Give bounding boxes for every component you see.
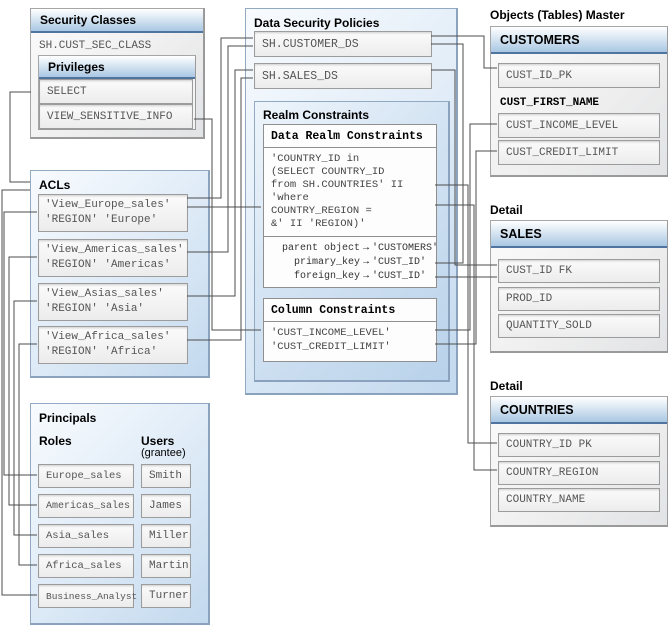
column-constraint-credit: 'CUST_CREDIT_LIMIT' [271,341,391,353]
role-americas-sales: Americas_sales [38,494,134,518]
countries-table: COUNTRIES COUNTRY_ID PK COUNTRY_REGION C… [490,396,668,527]
connector-select-to-acls [9,91,31,183]
security-class-name: SH.CUST_SEC_CLASS [39,40,152,52]
parent-object-row: parent object → 'CUSTOMERS' [264,242,439,256]
constraint-line-4: 'where [271,192,309,204]
acl-item-americas: 'View_Americas_sales' 'REGION' 'Americas… [38,239,188,277]
parent-object-label: parent object [281,243,360,254]
right-arrow-icon: → [363,243,370,254]
primary-key-row: primary_key → 'CUST_ID' [264,256,436,270]
data-realm-constraints-box: Data Realm Constraints 'COUNTRY_ID in (S… [263,124,439,288]
customers-title: CUSTOMERS [491,27,667,54]
acl-europe-line2: 'REGION' 'Europe' [45,214,158,226]
acl-americas-line2: 'REGION' 'Americas' [45,259,171,271]
constraint-line-6: &' II 'REGION)' [271,218,366,230]
countries-title: COUNTRIES [491,397,667,424]
privileges-box: Privileges SELECT VIEW_SENSITIVE_INFO [38,55,196,130]
acl-asias-line1: 'View_Asias_sales' [45,288,164,300]
acl-europe-line1: 'View_Europe_sales' [45,199,171,211]
foreign-key-row: foreign_key → 'CUST_ID' [264,270,436,284]
user-james: James [141,494,191,518]
constraint-line-3: from SH.COUNTRIES' II [271,179,404,191]
privileges-title: Privileges [39,56,195,79]
users-subheader: (grantee) [141,447,186,459]
constraint-line-5: COUNTRY_REGION = [271,205,372,217]
constraint-line-2: (SELECT COUNTRY_ID [271,166,385,178]
column-constraints-box: Column Constraints 'CUST_INCOME_LEVEL' '… [263,298,437,362]
constraint-line-1: 'COUNTRY_ID in [271,153,360,165]
customers-row-cust-id-pk: CUST_ID_PK [498,63,660,88]
acl-item-africa: 'View_Africa_sales' 'REGION' 'Africa' [38,326,188,364]
objects-master-label: Objects (Tables) Master [490,8,625,22]
column-constraint-income: 'CUST_INCOME_LEVEL' [271,327,391,339]
sales-table: SALES CUST_ID FK PROD_ID QUANTITY_SOLD [490,220,668,353]
data-realm-constraints-header: Data Realm Constraints [264,125,436,148]
users-header: Users [141,434,175,448]
sales-row-cust-id-fk: CUST_ID FK [498,259,660,283]
acl-africa-line1: 'View_Africa_sales' [45,331,171,343]
foreign-key-label: foreign_key [293,271,360,282]
detail-countries-label: Detail [490,379,523,393]
realm-keys-block: parent object → 'CUSTOMERS' primary_key … [264,237,439,288]
realm-constraints-box: Realm Constraints Data Realm Constraints… [254,101,450,382]
acl-americas-line1: 'View_Americas_sales' [45,244,184,256]
sales-row-prod-id: PROD_ID [498,287,660,311]
realm-constraints-title: Realm Constraints [263,108,370,122]
customers-row-cust-income-level: CUST_INCOME_LEVEL [498,113,660,138]
role-africa-sales: Africa_sales [38,554,134,578]
acl-africa-line2: 'REGION' 'Africa' [45,346,158,358]
acls-title: ACLs [39,178,71,192]
countries-row-country-id-pk: COUNTRY_ID PK [498,433,660,457]
sales-row-quantity-sold: QUANTITY_SOLD [498,314,660,338]
role-asia-sales: Asia_sales [38,524,134,548]
right-arrow-icon: → [363,271,370,282]
customers-row-cust-first-name: CUST_FIRST_NAME [500,97,600,109]
user-turner: Turner [141,584,191,608]
data-security-policies-panel: Data Security Policies SH.CUSTOMER_DS SH… [245,8,458,395]
detail-sales-label: Detail [490,203,523,217]
policy-customer-ds: SH.CUSTOMER_DS [254,31,432,57]
customers-row-cust-credit-limit: CUST_CREDIT_LIMIT [498,140,660,165]
countries-row-country-region: COUNTRY_REGION [498,461,660,485]
security-classes-title: Security Classes [31,9,203,33]
right-arrow-icon: → [363,257,370,268]
roles-header: Roles [39,434,72,448]
principals-title: Principals [39,411,97,425]
foreign-key-value: 'CUST_ID' [372,271,427,282]
realm-constraint-text: 'COUNTRY_ID in (SELECT COUNTRY_ID from S… [264,148,436,237]
data-security-policies-title: Data Security Policies [254,16,380,30]
user-miller: Miller [141,524,191,548]
acl-asias-line2: 'REGION' 'Asia' [45,303,145,315]
user-smith: Smith [141,464,191,488]
countries-row-country-name: COUNTRY_NAME [498,488,660,512]
privilege-select: SELECT [39,79,193,104]
policy-sales-ds: SH.SALES_DS [254,63,432,89]
role-europe-sales: Europe_sales [38,464,134,488]
acl-item-asias: 'View_Asias_sales' 'REGION' 'Asia' [38,283,188,321]
security-classes-panel: Security Classes SH.CUST_SEC_CLASS Privi… [30,8,205,139]
primary-key-label: primary_key [293,257,360,268]
primary-key-value: 'CUST_ID' [372,257,427,268]
sales-title: SALES [491,221,667,248]
customers-table: CUSTOMERS CUST_ID_PK CUST_FIRST_NAME CUS… [490,26,668,177]
privilege-view-sensitive-info: VIEW_SENSITIVE_INFO [39,104,193,129]
acl-item-europe: 'View_Europe_sales' 'REGION' 'Europe' [38,194,188,232]
column-constraints-rows: 'CUST_INCOME_LEVEL' 'CUST_CREDIT_LIMIT' [264,322,436,354]
acls-panel: ACLs 'View_Europe_sales' 'REGION' 'Europ… [30,170,210,378]
role-business-analyst: Business_Analyst [38,584,137,608]
parent-object-value: 'CUSTOMERS' [372,243,439,254]
column-constraints-header: Column Constraints [264,299,436,322]
principals-panel: Principals Roles Users (grantee) Europe_… [30,403,210,625]
user-martin: Martin [141,554,191,578]
